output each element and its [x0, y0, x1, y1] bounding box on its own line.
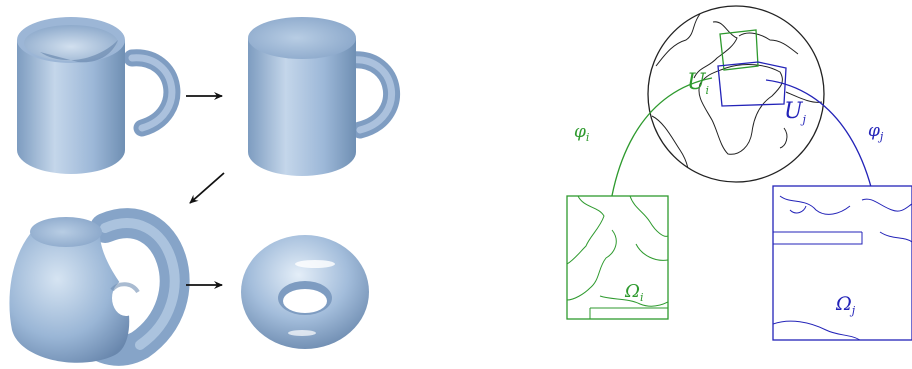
chart-region-U-j — [717, 61, 787, 107]
filled-mug-shape — [248, 17, 401, 176]
label-phi-i: φi — [574, 122, 589, 144]
deformed-mug-shape — [9, 208, 190, 366]
label-U-j: Uj — [784, 99, 807, 126]
torus-shape — [241, 235, 369, 349]
mug-shape — [17, 17, 181, 174]
sphere-globe — [647, 5, 825, 183]
label-Omega-j: Ωj — [835, 293, 856, 317]
chart-region-U-i — [719, 29, 759, 71]
chart-Omega-j: Ωj — [772, 185, 912, 341]
arrow-down-left — [189, 172, 225, 204]
label-phi-j: φj — [868, 121, 884, 143]
label-Omega-i: Ωi — [624, 281, 643, 304]
chart-Omega-i: Ωi — [566, 195, 669, 320]
